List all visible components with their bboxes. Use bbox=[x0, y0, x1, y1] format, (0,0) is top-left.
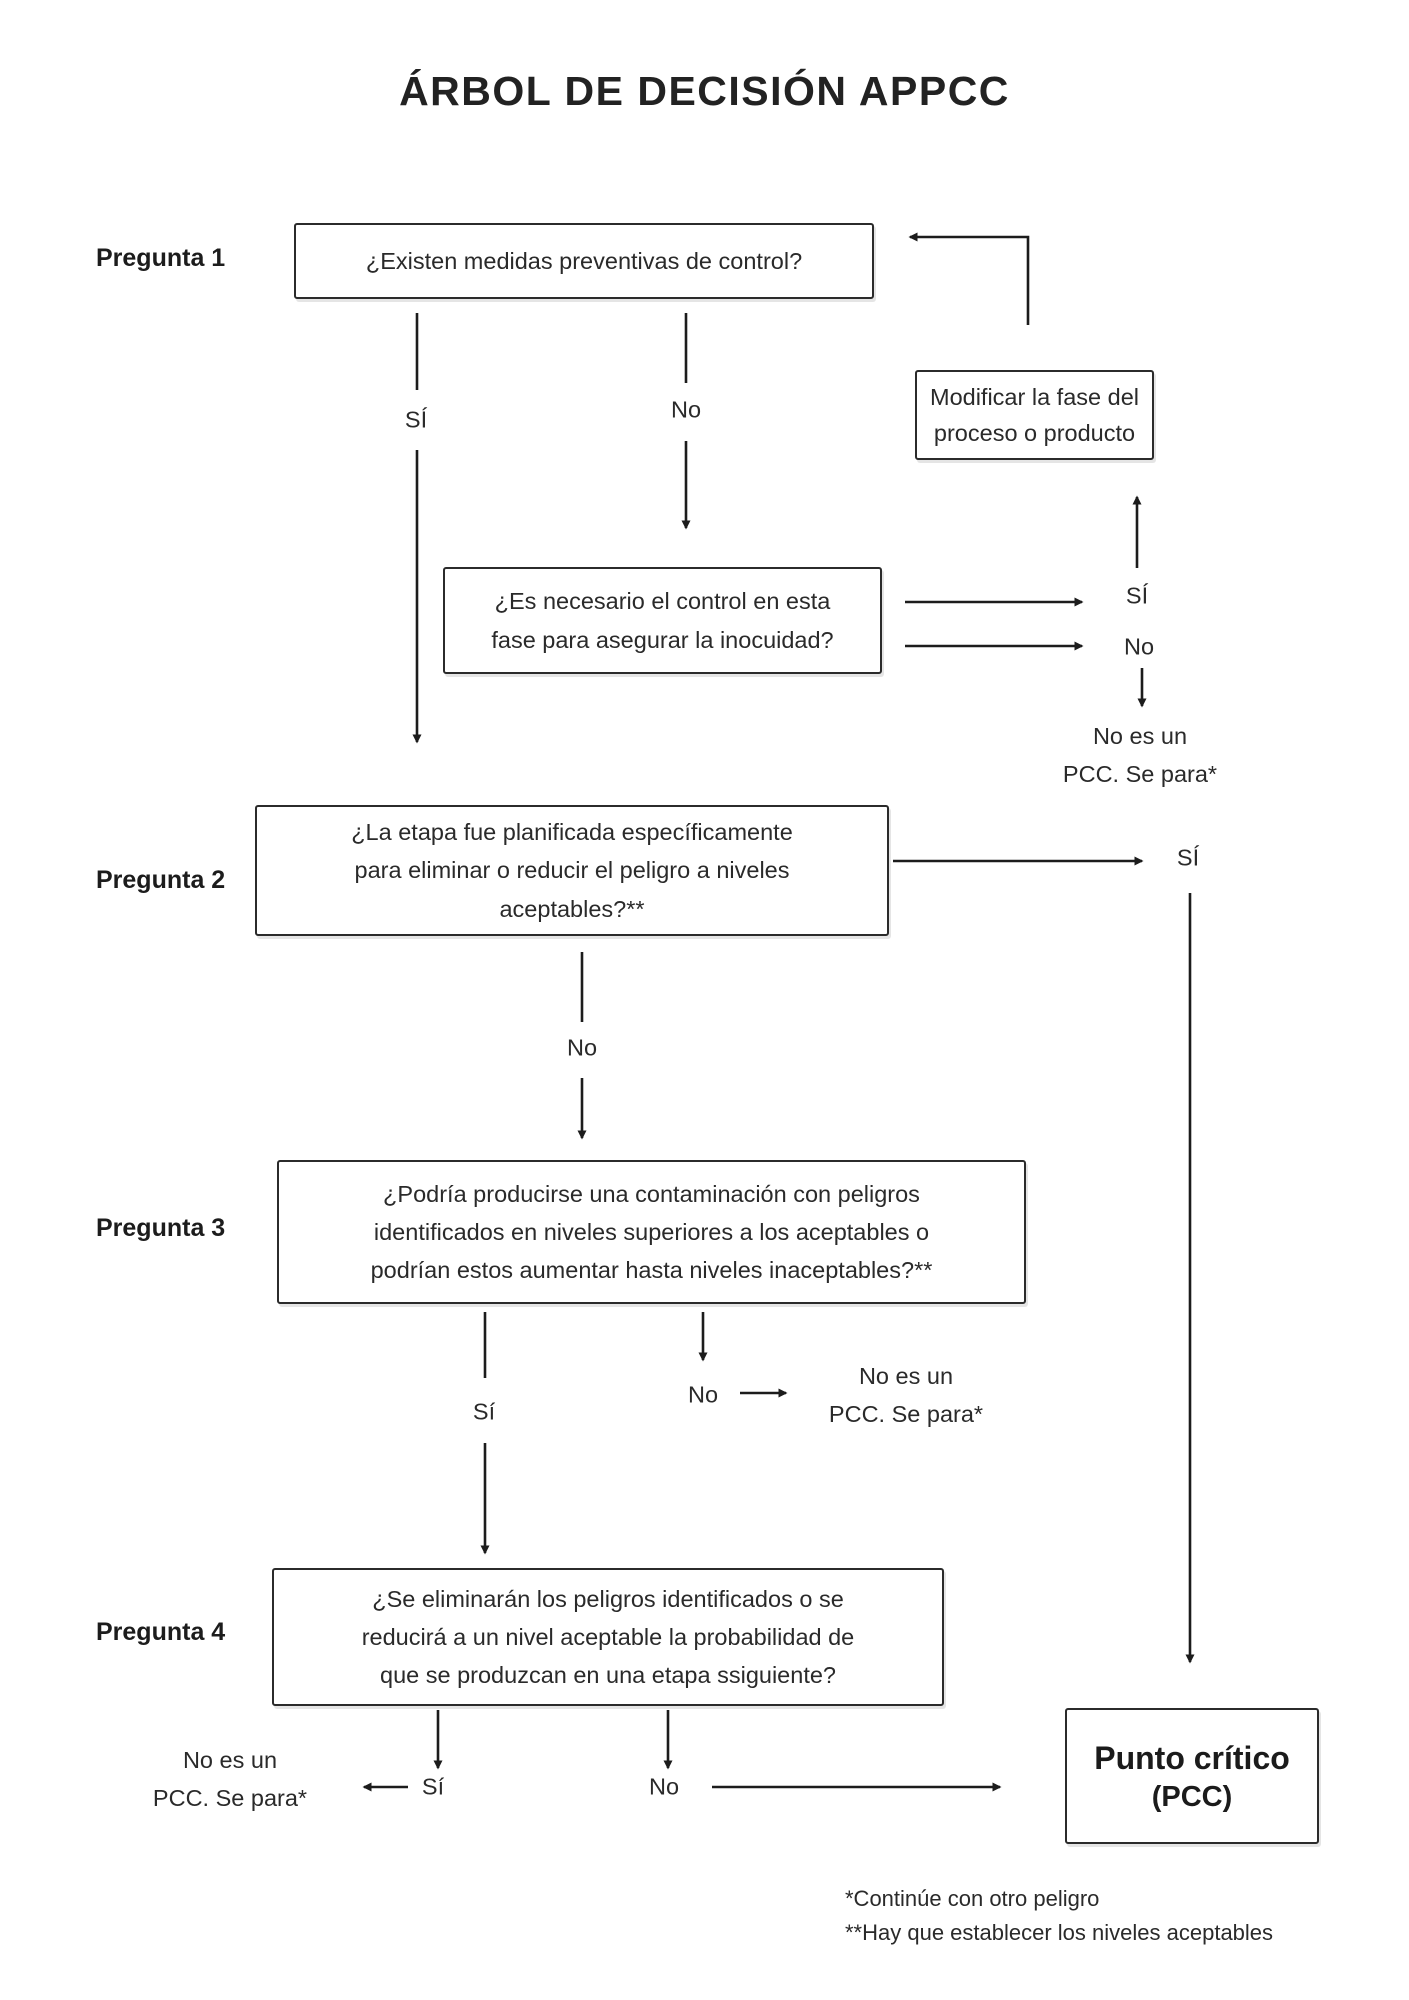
question-3-box: ¿Podría producirse una contaminación con… bbox=[277, 1160, 1026, 1304]
question-2-text-line-3: aceptables?** bbox=[499, 895, 645, 922]
answer-ctrl-no: No bbox=[1123, 633, 1155, 660]
stop-not-pcc-1: No es un PCC. Se para* bbox=[1063, 718, 1217, 793]
question-2-text-line-2: para eliminar o reducir el peligro a niv… bbox=[354, 857, 790, 884]
question-1-text: ¿Existen medidas preventivas de control? bbox=[365, 247, 803, 274]
footnote-1: *Continúe con otro peligro bbox=[845, 1886, 1100, 1911]
modify-phase-box: Modificar la fase del proceso o producto bbox=[915, 370, 1154, 460]
question-1-label: Pregunta 1 bbox=[96, 244, 226, 272]
critical-point-box: Punto crítico (PCC) bbox=[1065, 1708, 1319, 1844]
answer-q2-no: No bbox=[566, 1034, 598, 1061]
question-2-text-line-1: ¿La etapa fue planificada específicament… bbox=[351, 819, 793, 846]
question-3-text-line-2: identificados en niveles superiores a lo… bbox=[373, 1218, 930, 1245]
control-needed-line-2: fase para asegurar la inocuidad? bbox=[491, 626, 834, 653]
question-4-label: Pregunta 4 bbox=[96, 1618, 226, 1646]
question-2-box: ¿La etapa fue planificada específicament… bbox=[255, 805, 889, 936]
question-3-text-line-1: ¿Podría producirse una contaminación con… bbox=[383, 1180, 920, 1207]
answer-q1-yes: SÍ bbox=[404, 406, 428, 433]
answer-q3-yes: Sí bbox=[472, 1398, 496, 1425]
stop-not-pcc-3: No es un PCC. Se para* bbox=[153, 1742, 307, 1817]
question-4-text-line-2: reducirá a un nivel aceptable la probabi… bbox=[361, 1623, 855, 1650]
stop-not-pcc-2-line-2: PCC. Se para* bbox=[828, 1400, 984, 1427]
stop-not-pcc-1-line-1: No es un bbox=[1092, 723, 1188, 749]
stop-not-pcc-3-line-2: PCC. Se para* bbox=[152, 1784, 308, 1811]
question-4-box: ¿Se eliminarán los peligros identificado… bbox=[272, 1568, 944, 1706]
stop-not-pcc-1-line-2: PCC. Se para* bbox=[1062, 760, 1218, 787]
critical-point-title: Punto crítico bbox=[1094, 1740, 1290, 1776]
answer-q4-no: No bbox=[648, 1773, 680, 1800]
stop-not-pcc-2-line-1: No es un bbox=[858, 1363, 954, 1389]
control-needed-line-1: ¿Es necesario el control en esta bbox=[494, 588, 831, 615]
answer-q2-yes: SÍ bbox=[1176, 844, 1200, 871]
footnotes: *Continúe con otro peligro **Hay que est… bbox=[845, 1882, 1273, 1950]
control-needed-box: ¿Es necesario el control en esta fase pa… bbox=[443, 567, 882, 674]
arrow-modify-return-to-q1 bbox=[908, 232, 1030, 325]
critical-point-subtitle: (PCC) bbox=[1151, 1781, 1233, 1814]
stop-not-pcc-3-line-1: No es un bbox=[182, 1747, 278, 1773]
modify-phase-line-1: Modificar la fase del bbox=[930, 383, 1139, 410]
question-3-label: Pregunta 3 bbox=[96, 1214, 226, 1242]
question-4-text-line-3: que se produzcan en una etapa ssiguiente… bbox=[380, 1662, 836, 1689]
answer-q4-yes: Sí bbox=[421, 1773, 445, 1800]
question-1-box: ¿Existen medidas preventivas de control? bbox=[294, 223, 874, 299]
diagram-title: ÁRBOL DE DECISIÓN APPCC bbox=[399, 68, 1010, 114]
answer-q3-no: No bbox=[687, 1381, 719, 1408]
question-4-text-line-1: ¿Se eliminarán los peligros identificado… bbox=[372, 1585, 844, 1612]
question-2-label: Pregunta 2 bbox=[96, 866, 226, 894]
question-3-text-line-3: podrían estos aumentar hasta niveles ina… bbox=[370, 1257, 933, 1284]
stop-not-pcc-2: No es un PCC. Se para* bbox=[829, 1358, 983, 1433]
footnote-2: **Hay que establecer los niveles aceptab… bbox=[845, 1920, 1274, 1946]
answer-q1-no: No bbox=[670, 396, 702, 423]
modify-phase-line-2: proceso o producto bbox=[933, 420, 1136, 446]
answer-ctrl-yes: SÍ bbox=[1125, 582, 1149, 609]
